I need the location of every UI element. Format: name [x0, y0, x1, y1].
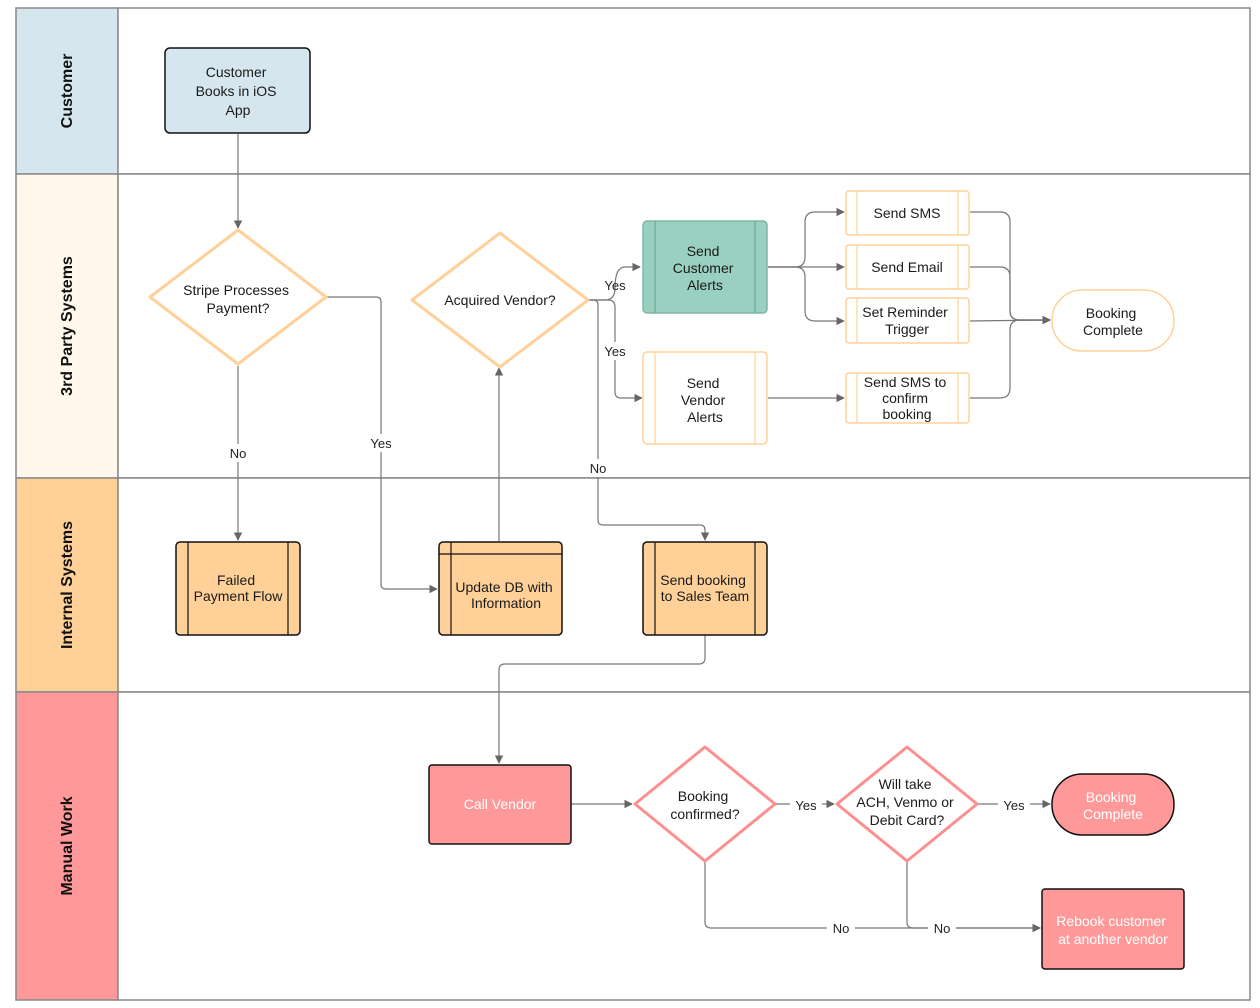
edge-labels: No Yes Yes Yes No Yes Yes No No — [224, 278, 1030, 938]
lane-label-manual: Manual Work — [59, 796, 76, 895]
node-set-reminder-line-2: Trigger — [885, 321, 929, 337]
node-booking-complete-bottom-line-2: Complete — [1083, 806, 1143, 822]
node-send-sms-line-1: Send SMS — [874, 205, 941, 221]
node-send-sales: Send booking to Sales Team — [642, 541, 768, 636]
edge-label-vendor-no: No — [590, 461, 607, 476]
node-acquired-vendor-line-1: Acquired Vendor? — [444, 292, 556, 308]
edge-label-stripe-yes: Yes — [370, 436, 392, 451]
node-send-sales-line-2: to Sales Team — [661, 588, 749, 604]
svg-text:Update DB with Informati: Update DB with Information — [455, 579, 556, 611]
node-set-reminder-line-1: Set Reminder — [862, 304, 948, 320]
svg-text:Send SMS to confirm: Send SMS to confirm booking — [864, 374, 950, 422]
node-update-db: Update DB with Information — [438, 541, 563, 636]
node-send-vendor-alerts-line-3: Alerts — [687, 409, 723, 425]
edge-label-vendor-yes-vendor: Yes — [604, 344, 626, 359]
edge-sms-confirm-to-complete — [970, 315, 1051, 399]
lane-label-internal: Internal Systems — [59, 521, 76, 649]
node-rebook-line-2: at another vendor — [1058, 931, 1168, 947]
svg-text:Send SMS: Send SMS — [874, 205, 941, 221]
node-will-take-line-2: ACH, Venmo or — [856, 794, 954, 810]
svg-text:Send booking to Sales Te: Send booking to Sales Team — [660, 572, 750, 604]
svg-text:Will take ACH, Venmo or: Will take ACH, Venmo or Debit Card? — [856, 776, 957, 828]
svg-text:Send Vendor Alerts: Send Vendor Alerts — [681, 375, 729, 425]
node-send-customer-alerts-line-1: Send — [687, 243, 720, 259]
node-send-vendor-alerts-line-2: Vendor — [681, 392, 726, 408]
node-stripe-line-1: Stripe Processes — [183, 282, 289, 298]
svg-text:Booking confirmed?: Booking confirmed? — [670, 788, 739, 822]
edge-label-will-take-no: No — [934, 921, 951, 936]
node-will-take-line-1: Will take — [879, 776, 932, 792]
node-will-take-decision: Will take ACH, Venmo or Debit Card? — [835, 745, 979, 863]
node-stripe-line-2: Payment? — [206, 300, 269, 316]
lane-label-third-party: 3rd Party Systems — [59, 256, 76, 396]
node-send-customer-alerts: Send Customer Alerts — [642, 220, 768, 314]
node-booking-complete-top-line-2: Complete — [1083, 322, 1143, 338]
edge-alerts-to-reminder — [768, 266, 845, 326]
node-send-sales-line-1: Send booking — [660, 572, 746, 588]
node-booking-confirmed-line-2: confirmed? — [670, 806, 739, 822]
edge-vendor-no — [588, 299, 710, 541]
edge-label-vendor-yes-customer: Yes — [604, 278, 626, 293]
edge-email-to-complete — [970, 266, 1051, 325]
node-rebook-line-1: Rebook customer — [1056, 913, 1166, 929]
node-send-email-line-1: Send Email — [871, 259, 943, 275]
node-send-sms-confirm-line-2: confirm — [882, 390, 928, 406]
node-send-vendor-alerts: Send Vendor Alerts — [642, 351, 768, 445]
node-booking-complete-bottom: Booking Complete — [1051, 773, 1175, 836]
svg-text:Failed Payment Flow: Failed Payment Flow — [194, 572, 284, 604]
node-update-db-line-1: Update DB with — [455, 579, 552, 595]
svg-text:Customer Books in iOS: Customer Books in iOS App — [196, 64, 281, 118]
svg-text:Stripe Processes Paymen: Stripe Processes Payment? — [183, 282, 293, 316]
svg-text:Booking Complete: Booking Complete — [1083, 789, 1143, 822]
node-will-take-line-3: Debit Card? — [870, 812, 945, 828]
svg-text:Call Vendor: Call Vendor — [464, 796, 537, 812]
node-update-db-line-2: Information — [471, 595, 541, 611]
node-failed-payment-line-2: Payment Flow — [194, 588, 284, 604]
edge-label-confirmed-yes: Yes — [795, 798, 817, 813]
edge-label-confirmed-no: No — [833, 921, 850, 936]
node-call-vendor-line-1: Call Vendor — [464, 796, 537, 812]
node-call-vendor: Call Vendor — [428, 764, 572, 845]
edge-will-take-no — [906, 862, 1041, 933]
node-send-sms: Send SMS — [845, 190, 970, 236]
node-acquired-vendor-decision: Acquired Vendor? — [410, 231, 590, 369]
node-customer-books: Customer Books in iOS App — [164, 47, 311, 134]
svg-text:Acquired Vendor?: Acquired Vendor? — [444, 292, 556, 308]
node-booking-confirmed-line-1: Booking — [678, 788, 729, 804]
node-failed-payment-line-1: Failed — [217, 572, 255, 588]
node-customer-books-line-3: App — [226, 102, 251, 118]
node-stripe-decision: Stripe Processes Payment? — [148, 228, 328, 366]
node-customer-books-line-1: Customer — [206, 64, 267, 80]
node-send-customer-alerts-line-3: Alerts — [687, 277, 723, 293]
node-send-sms-confirm-line-3: booking — [882, 406, 931, 422]
node-send-vendor-alerts-line-1: Send — [687, 375, 720, 391]
node-customer-books-line-2: Books in iOS — [196, 83, 277, 99]
svg-text:Send Customer Aler: Send Customer Alerts — [673, 243, 738, 293]
edge-label-will-take-yes: Yes — [1003, 798, 1025, 813]
node-send-sms-confirm-line-1: Send SMS to — [864, 374, 947, 390]
node-booking-complete-top: Booking Complete — [1051, 289, 1175, 352]
edge-label-stripe-no: No — [230, 446, 247, 461]
edge-confirmed-no — [704, 862, 1041, 933]
node-send-customer-alerts-line-2: Customer — [673, 260, 734, 276]
node-set-reminder: Set Reminder Trigger — [845, 297, 970, 344]
svg-text:Set Reminder Trigger: Set Reminder Trigger — [862, 304, 951, 337]
node-send-sms-confirm: Send SMS to confirm booking — [845, 372, 970, 424]
node-rebook: Rebook customer at another vendor — [1041, 888, 1185, 970]
svg-text:Rebook customer at anoth: Rebook customer at another vendor — [1056, 913, 1170, 947]
node-booking-complete-top-line-1: Booking — [1086, 305, 1137, 321]
svg-text:Send Email: Send Email — [871, 259, 943, 275]
node-booking-complete-bottom-line-1: Booking — [1086, 789, 1137, 805]
lane-label-customer: Customer — [59, 54, 76, 129]
node-failed-payment: Failed Payment Flow — [175, 541, 301, 636]
node-send-email: Send Email — [845, 244, 970, 290]
svg-text:Booking Complete: Booking Complete — [1083, 305, 1143, 338]
node-booking-confirmed-decision: Booking confirmed? — [633, 745, 777, 863]
edge-sales-to-call — [494, 635, 706, 764]
